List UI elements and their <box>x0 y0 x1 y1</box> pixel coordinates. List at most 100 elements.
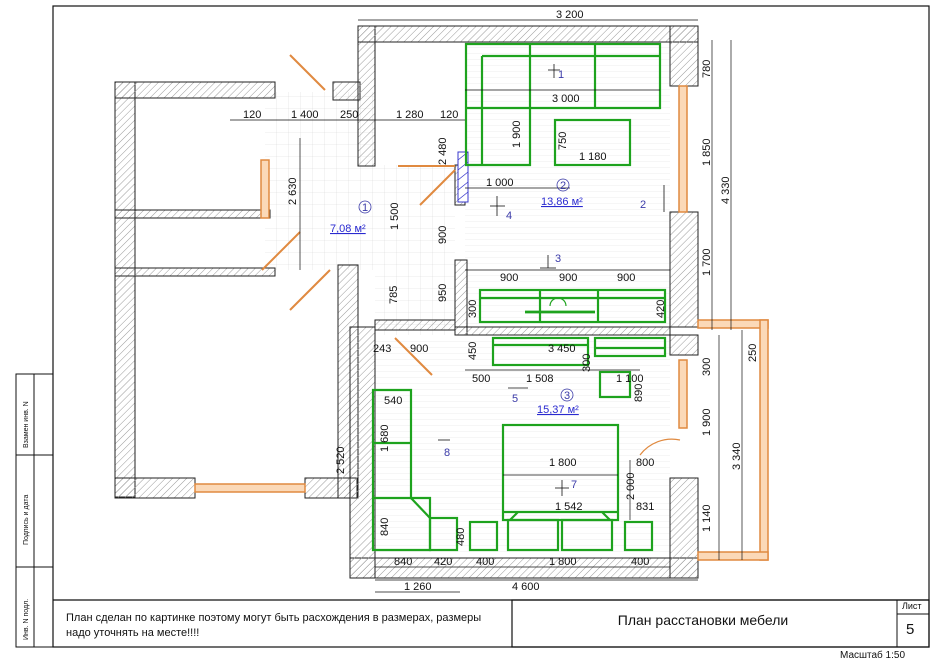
room-3-area: 15,37 м² <box>537 404 579 416</box>
dim-bottom-e: 400 <box>631 556 649 568</box>
dim-r2-h: 900 <box>617 272 635 284</box>
sheet-number: 5 <box>906 621 915 638</box>
l-wardrobe <box>371 388 432 552</box>
dim-r2-i: 300 <box>467 300 479 318</box>
dim-r3-o: 1 542 <box>555 501 583 513</box>
dim-r1-m: 243 <box>373 343 391 355</box>
floor-hall <box>265 92 375 270</box>
dim-r1-c: 250 <box>340 109 358 121</box>
dim-r3-f: 1 100 <box>616 373 644 385</box>
dim-right-i: 1 140 <box>701 504 713 532</box>
dim-r2-j: 420 <box>655 300 667 318</box>
coffee-table <box>553 118 632 167</box>
sheet-label: Лист <box>902 601 922 611</box>
drawing-title: План расстановки мебели <box>617 612 789 628</box>
dim-r1-g: 1 500 <box>389 202 401 230</box>
dim-r3-k: 1 800 <box>549 457 577 469</box>
tv-unit <box>478 288 667 324</box>
dim-r2-d: 1 180 <box>579 151 607 163</box>
dim-right-h: 3 340 <box>731 442 743 470</box>
dim-r1-k: 950 <box>437 284 449 302</box>
dim-bottom-c: 400 <box>476 556 494 568</box>
dim-r1-d: 1 280 <box>396 109 424 121</box>
dim-right-f: 300 <box>701 358 713 376</box>
nightstand-left <box>468 520 499 552</box>
dim-r3-j: 2 520 <box>335 446 347 474</box>
sheet-frame <box>52 5 930 648</box>
room-2-area: 13,86 м² <box>541 196 583 208</box>
dim-bottom-b: 420 <box>434 556 452 568</box>
room-labels: 1 7,08 м² 2 13,86 м² 3 15,37 м² <box>330 178 583 416</box>
marker-7: 7 <box>571 479 577 491</box>
dim-r3-q: 480 <box>455 528 467 546</box>
dim-right-g: 1 900 <box>701 408 713 436</box>
dim-r2-e: 1 000 <box>486 177 514 189</box>
side-label-sign: Подпись и дата <box>23 495 30 545</box>
dim-bottom-a: 840 <box>394 556 412 568</box>
dim-r2-f: 900 <box>500 272 518 284</box>
room-2-number: 2 <box>560 180 566 192</box>
dim-r1-i: 900 <box>437 226 449 244</box>
dim-r2-c: 750 <box>557 132 569 150</box>
side-label-replace: Взамен инв. N <box>23 401 30 448</box>
dim-r3-d: 500 <box>472 373 490 385</box>
sliding-door-hatch <box>457 151 469 201</box>
room-1-number: 1 <box>362 202 368 214</box>
scale-label: Масштаб 1:50 <box>840 650 906 661</box>
dim-r3-h: 540 <box>384 395 402 407</box>
dim-right-a: 780 <box>701 60 713 78</box>
sliding-door <box>457 151 469 203</box>
doors <box>261 54 456 376</box>
marker-5: 5 <box>512 393 518 405</box>
dim-r3-i: 1 680 <box>379 424 391 452</box>
dim-bottom-d: 1 800 <box>549 556 577 568</box>
dim-r3-m: 2 000 <box>625 472 637 500</box>
side-label-inv: Инв. N подл. <box>23 599 30 640</box>
dim-r2-g: 900 <box>559 272 577 284</box>
floor-bedroom <box>372 338 670 558</box>
balcony-door-swing <box>639 438 681 456</box>
walls <box>114 25 699 579</box>
marker-3: 3 <box>555 253 561 265</box>
dim-r1-f: 2 630 <box>287 177 299 205</box>
dim-bottom-g: 4 600 <box>512 581 540 593</box>
dim-r3-l: 800 <box>636 457 654 469</box>
dim-r1-e: 120 <box>440 109 458 121</box>
dimension-lines <box>230 19 743 593</box>
dim-right-c: 4 330 <box>720 176 732 204</box>
nightstand-right <box>623 520 654 552</box>
marker-2: 2 <box>640 199 646 211</box>
marker-4: 4 <box>506 210 512 222</box>
dim-r3-p: 840 <box>379 518 391 536</box>
floor-living <box>465 42 670 327</box>
dim-right-b: 1 850 <box>701 138 713 166</box>
dim-r2-b: 1 900 <box>511 120 523 148</box>
dim-r1-l: 785 <box>388 286 400 304</box>
dim-r3-a: 450 <box>467 342 479 360</box>
dim-r2-a: 3 000 <box>552 93 580 105</box>
dim-r3-n: 831 <box>636 501 654 513</box>
dim-r1-a: 120 <box>243 109 261 121</box>
dim-right-e: 250 <box>747 344 759 362</box>
title-block <box>53 599 930 648</box>
view-markers <box>438 64 665 496</box>
desk <box>598 370 632 399</box>
dim-r3-g: 890 <box>633 384 645 402</box>
dim-r1-b: 1 400 <box>291 109 319 121</box>
floor-corridor <box>375 165 455 335</box>
dim-bottom-f: 1 260 <box>404 581 432 593</box>
marker-1: 1 <box>558 69 564 81</box>
room-3-number: 3 <box>564 390 570 402</box>
view-marker-labels: 1 2 3 4 5 7 8 <box>444 69 646 491</box>
windows <box>194 85 769 561</box>
wardrobe <box>491 336 590 367</box>
dim-r3-c: 300 <box>581 354 593 372</box>
dim-top-width: 3 200 <box>556 9 584 21</box>
dim-r3-e: 1 508 <box>526 373 554 385</box>
dim-r1-j: 900 <box>410 343 428 355</box>
disclaimer-note: План сделан по картинке поэтому могут бы… <box>66 612 482 639</box>
room-1-area: 7,08 м² <box>330 223 366 235</box>
dim-r3-b: 3 450 <box>548 343 576 355</box>
dim-r1-h: 2 480 <box>437 137 449 165</box>
